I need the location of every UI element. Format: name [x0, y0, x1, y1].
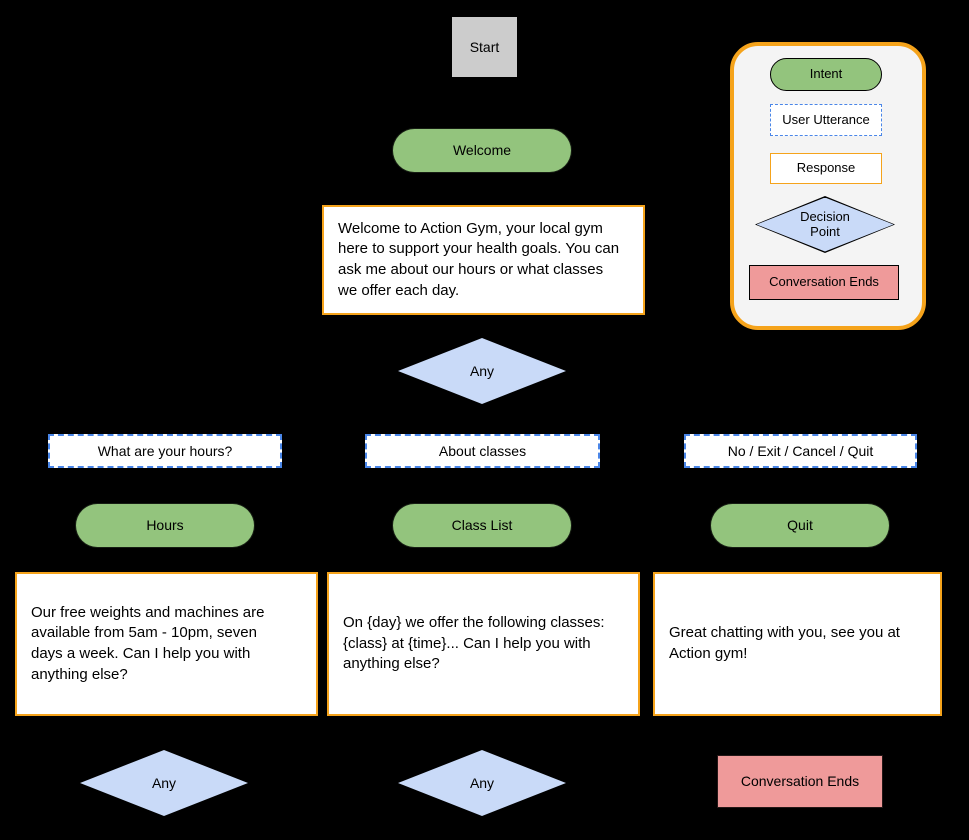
intent-class-list-label: Class List: [451, 517, 513, 534]
response-quit: Great chatting with you, see you at Acti…: [653, 572, 942, 716]
response-hours: Our free weights and machines are availa…: [15, 572, 318, 716]
decision-any-hours-label: Any: [151, 774, 177, 791]
intent-quit-label: Quit: [787, 517, 813, 534]
legend-response-label: Response: [796, 160, 856, 176]
response-welcome-text: Welcome to Action Gym, your local gym he…: [338, 219, 620, 299]
response-welcome: Welcome to Action Gym, your local gym he…: [322, 205, 645, 315]
start-node: Start: [452, 17, 517, 77]
legend-end-swatch: Conversation Ends: [749, 265, 899, 300]
conversation-ends-label: Conversation Ends: [740, 773, 860, 790]
decision-any-classes: Any: [398, 750, 566, 816]
utterance-hours: What are your hours?: [48, 434, 282, 468]
intent-hours: Hours: [75, 503, 255, 548]
legend-decision-swatch: Decision Point: [755, 196, 895, 253]
response-quit-text: Great chatting with you, see you at Acti…: [669, 624, 900, 662]
decision-any-classes-label: Any: [469, 774, 495, 791]
conversation-ends-node: Conversation Ends: [717, 755, 883, 808]
utterance-classes: About classes: [365, 434, 600, 468]
intent-hours-label: Hours: [146, 517, 184, 534]
response-classes: On {day} we offer the following classes:…: [327, 572, 640, 716]
legend-utterance-swatch: User Utterance: [770, 104, 882, 136]
decision-any-top-label: Any: [469, 362, 495, 379]
intent-quit: Quit: [710, 503, 890, 548]
utterance-quit-label: No / Exit / Cancel / Quit: [727, 442, 874, 459]
utterance-quit: No / Exit / Cancel / Quit: [684, 434, 917, 468]
decision-any-top: Any: [398, 338, 566, 404]
legend-decision-label: Decision Point: [800, 208, 850, 239]
start-label: Start: [469, 38, 500, 55]
response-classes-text: On {day} we offer the following classes:…: [343, 613, 605, 673]
intent-welcome-label: Welcome: [452, 142, 512, 159]
intent-class-list: Class List: [392, 503, 572, 548]
legend-panel: Intent User Utterance Response Decision …: [730, 42, 926, 330]
legend-end-label: Conversation Ends: [769, 274, 879, 290]
response-hours-text: Our free weights and machines are availa…: [31, 603, 265, 683]
legend-intent-label: Intent: [809, 66, 843, 82]
utterance-hours-label: What are your hours?: [97, 442, 233, 459]
legend-intent-swatch: Intent: [770, 58, 882, 91]
legend-utterance-label: User Utterance: [782, 111, 870, 127]
utterance-classes-label: About classes: [438, 442, 527, 459]
legend-response-swatch: Response: [770, 153, 882, 184]
intent-welcome: Welcome: [392, 128, 572, 173]
decision-any-hours: Any: [80, 750, 248, 816]
